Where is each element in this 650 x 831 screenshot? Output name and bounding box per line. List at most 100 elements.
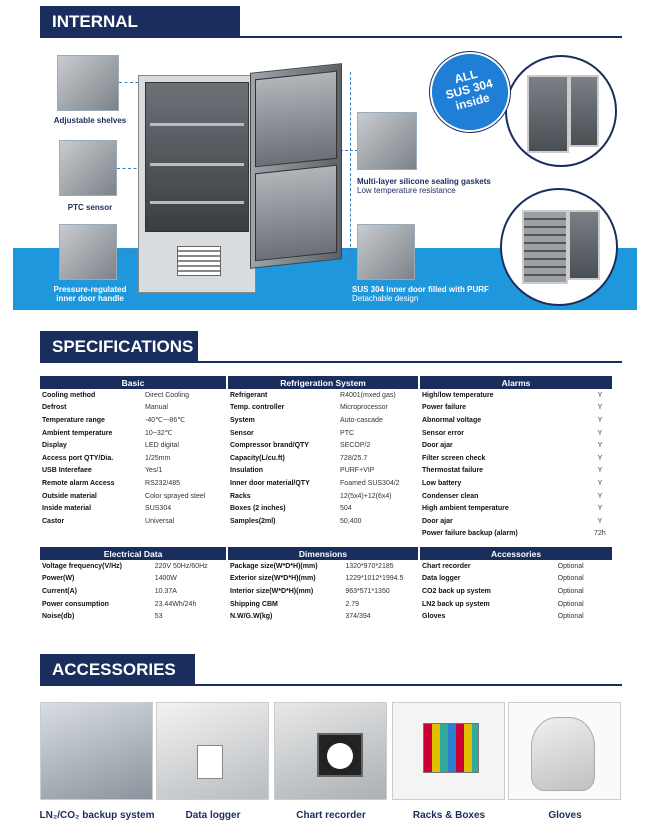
spec-value: 1229*1012*1994.5 bbox=[345, 575, 404, 583]
spec-value: 504 bbox=[340, 505, 352, 513]
vent-grille bbox=[177, 246, 221, 276]
spec-value: Manual bbox=[145, 404, 168, 412]
spec-key: Cooling method bbox=[42, 391, 96, 399]
spec-value: 53 bbox=[154, 613, 163, 621]
spec-key: Filter screen check bbox=[422, 454, 486, 462]
spec-value: Y bbox=[597, 442, 603, 450]
glove-shape bbox=[531, 717, 595, 791]
spec-key: Defrost bbox=[42, 404, 67, 412]
spec-value: 374/394 bbox=[345, 613, 371, 621]
callout-door-line1: SUS 304 inner door filled with PURF bbox=[352, 285, 489, 294]
spec-value: 963*571*1350 bbox=[345, 587, 390, 595]
leader bbox=[117, 168, 142, 169]
spec-value: PURF+VIP bbox=[340, 467, 375, 475]
spec-value: SUS304 bbox=[145, 505, 172, 513]
accessory-label-chart: Chart recorder bbox=[296, 810, 366, 821]
spec-value: Y bbox=[597, 416, 603, 424]
spec-key: Remote alarm Access bbox=[42, 479, 115, 487]
spec-value: LED digital bbox=[145, 442, 179, 450]
spec-key: LN2 back up system bbox=[422, 600, 490, 608]
section-rule bbox=[40, 684, 622, 686]
spec-value: Y bbox=[597, 391, 603, 399]
table-row: Defrost Manual bbox=[40, 402, 226, 415]
spec-value: Y bbox=[597, 492, 603, 500]
spec-key: Castor bbox=[42, 517, 65, 525]
spec-key: Chart recorder bbox=[422, 562, 471, 570]
leader bbox=[340, 248, 358, 249]
spec-value: Yes/1 bbox=[145, 467, 163, 475]
spec-key: Low battery bbox=[422, 479, 462, 487]
spec-key: Data logger bbox=[422, 575, 461, 583]
accessory-photo-chart bbox=[274, 702, 387, 800]
spec-key: CO2 back up system bbox=[422, 587, 491, 595]
spec-key: High ambient temperature bbox=[422, 505, 509, 513]
spec-key: Capacity(L/cu.ft) bbox=[230, 454, 285, 462]
spec-value: Y bbox=[597, 467, 603, 475]
handle-photo bbox=[59, 224, 117, 280]
spec-value: 12(5x4)+12(6x4) bbox=[340, 492, 392, 500]
spec-value: 728/25.7 bbox=[340, 454, 368, 462]
spec-key: Inner door material/QTY bbox=[230, 479, 310, 487]
spec-key: Racks bbox=[230, 492, 251, 500]
spec-value: 10.37A bbox=[154, 587, 177, 595]
leader bbox=[350, 72, 351, 262]
table-row: Exterior size(W*D*H)(mm)1229*1012*1994.5 bbox=[228, 573, 418, 586]
table-row: Voltage frequency(V/Hz)220V 50Hz/60Hz bbox=[40, 560, 226, 573]
spec-value: R4001(mxed gas) bbox=[340, 391, 396, 399]
inner-door bbox=[255, 164, 337, 262]
spec-value: Optional bbox=[557, 600, 584, 608]
shelf bbox=[150, 163, 244, 166]
spec-key: Condenser clean bbox=[422, 492, 479, 500]
table-row: LN2 back up system Optional bbox=[420, 598, 612, 611]
table-row: Interior size(W*D*H)(mm)963*571*1350 bbox=[228, 585, 418, 598]
table-row: Noise(db)53 bbox=[40, 610, 226, 623]
spec-value: 220V 50Hz/60Hz bbox=[154, 562, 208, 570]
leader bbox=[340, 150, 358, 151]
spec-value: Universal bbox=[145, 517, 175, 525]
spec-value: 23.44Wh/24h bbox=[154, 600, 197, 608]
mini-door bbox=[569, 75, 599, 147]
spec-key: Shipping CBM bbox=[230, 600, 278, 608]
table-header: Electrical Data bbox=[40, 547, 226, 560]
table-row: Power(W)1400W bbox=[40, 573, 226, 586]
spec-key: Power failure backup (alarm) bbox=[422, 530, 518, 538]
spec-key: Current(A) bbox=[42, 587, 77, 595]
table-header: Basic bbox=[40, 376, 226, 389]
shelf bbox=[150, 123, 244, 126]
table-header: Dimensions bbox=[228, 547, 418, 560]
datalogger-device bbox=[197, 745, 223, 779]
spec-value: -40℃~-86℃ bbox=[145, 417, 186, 425]
leader bbox=[119, 82, 144, 83]
table-row: Package size(W*D*H)(mm)1320*970*2185 bbox=[228, 560, 418, 573]
accessory-photo-racks bbox=[392, 702, 505, 800]
rack-boxes bbox=[423, 723, 479, 773]
callout-handle: Pressure-regulated inner door handle bbox=[30, 285, 150, 303]
spec-value: Auto-cascade bbox=[340, 416, 383, 424]
circle-racks-freezer bbox=[500, 188, 618, 306]
accessory-photo-gloves bbox=[508, 702, 621, 800]
accessory-label-backup: LN₂/CO₂ backup system bbox=[39, 810, 155, 821]
spec-value: SECOP/2 bbox=[340, 442, 371, 450]
spec-key: Insulation bbox=[230, 467, 264, 475]
spec-value: 50,400 bbox=[340, 517, 362, 525]
table-row: Insulation PURF+VIP bbox=[228, 465, 418, 478]
